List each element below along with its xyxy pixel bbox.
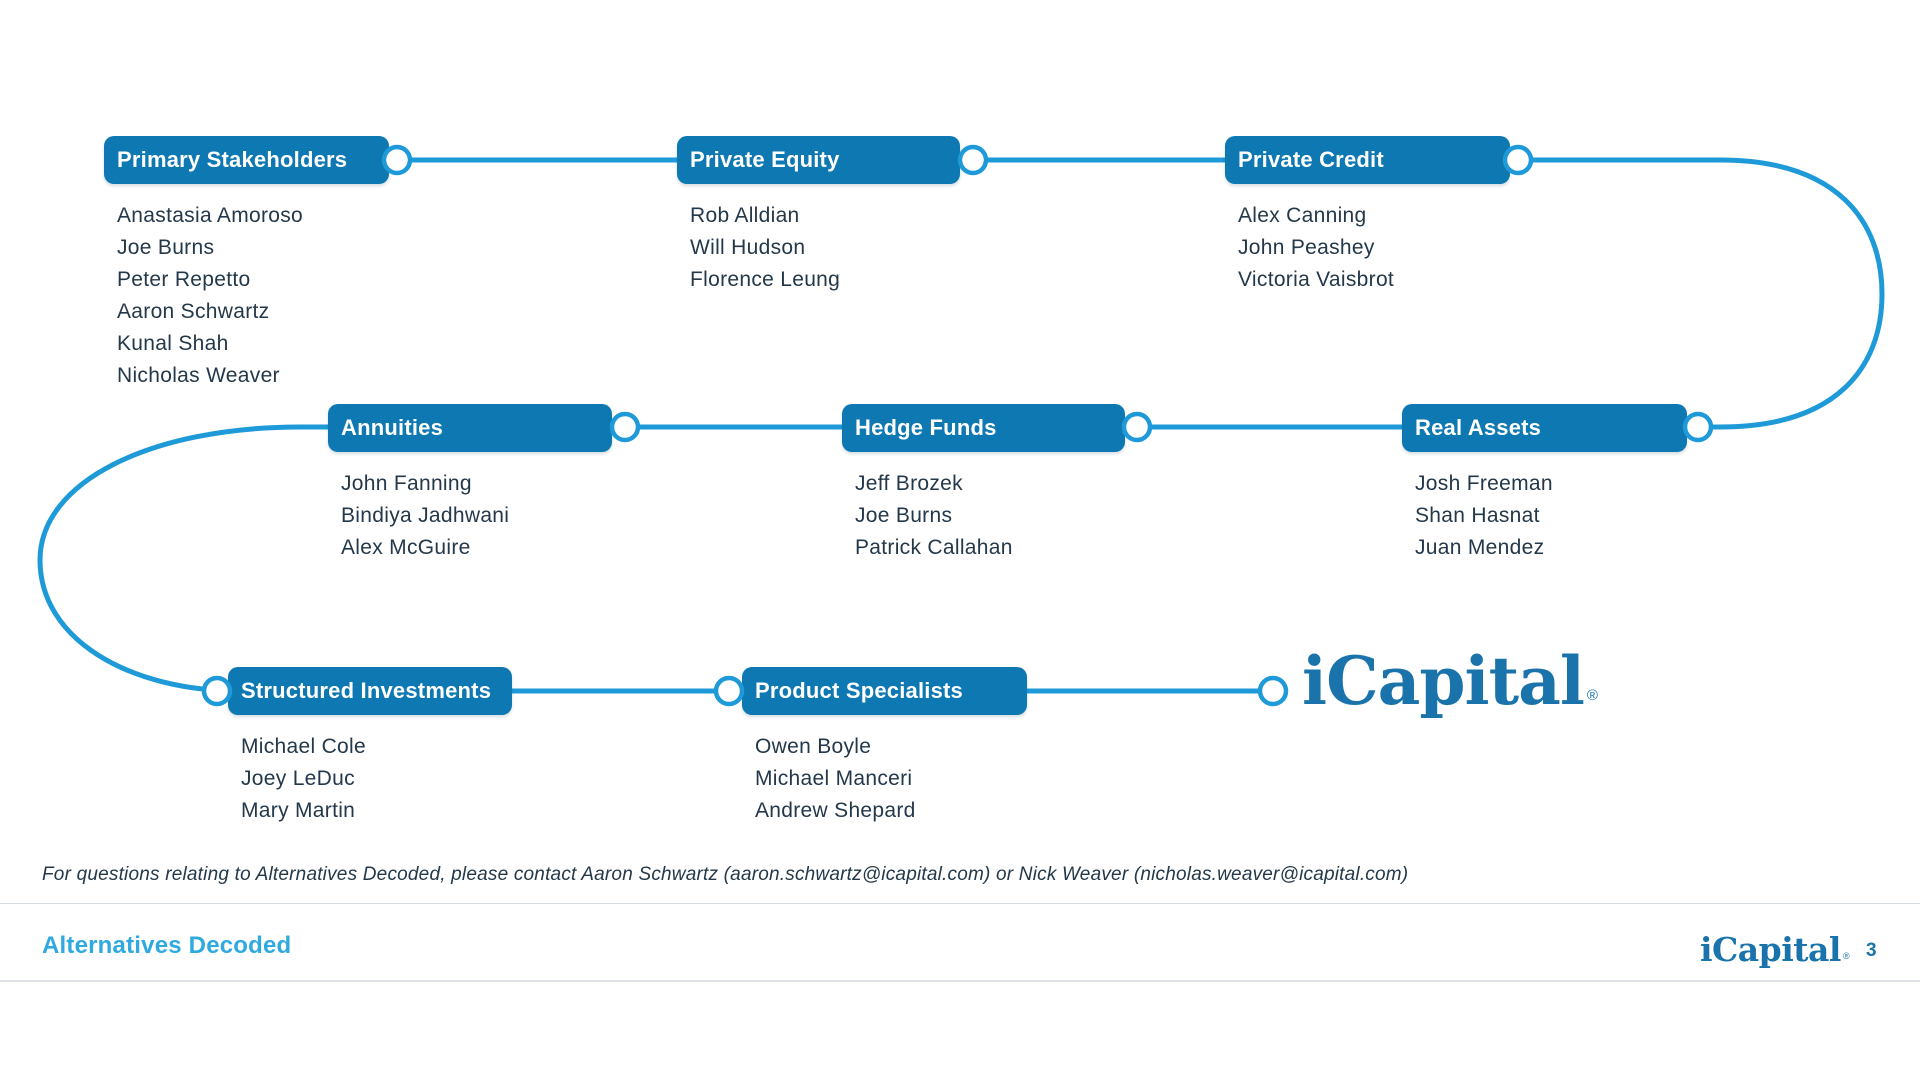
member-list: Rob Alldian Will Hudson Florence Leung — [677, 200, 960, 296]
connector-node — [1502, 144, 1534, 176]
group-label: Primary Stakeholders — [117, 147, 348, 172]
group-private-credit: Private Credit Alex Canning John Peashey… — [1225, 136, 1510, 296]
member-name: Florence Leung — [690, 268, 841, 291]
icapital-footer-logo: iCapital® — [1700, 930, 1850, 969]
member-name: Michael Cole — [241, 735, 366, 758]
member-name: Victoria Vaisbrot — [1238, 268, 1395, 291]
member-list: Owen Boyle Michael Manceri Andrew Shepar… — [742, 731, 1027, 827]
deck-title: Alternatives Decoded — [42, 932, 292, 959]
connector-node — [1121, 411, 1153, 443]
group-header-private-credit: Private Credit — [1225, 136, 1510, 184]
connector-path — [37, 157, 1885, 694]
group-real-assets: Real Assets Josh Freeman Shan Hasnat Jua… — [1402, 404, 1687, 564]
group-annuities: Annuities John Fanning Bindiya Jadhwani … — [328, 404, 612, 564]
group-header-private-equity: Private Equity — [677, 136, 960, 184]
member-name: Patrick Callahan — [855, 536, 1013, 559]
page-number: 3 — [1866, 940, 1877, 961]
group-header-primary-stakeholders: Primary Stakeholders — [104, 136, 389, 184]
member-name: Will Hudson — [690, 236, 806, 259]
member-name: Michael Manceri — [755, 767, 913, 790]
connector-node — [1257, 675, 1289, 707]
group-label: Real Assets — [1415, 415, 1542, 440]
group-product-specialists: Product Specialists Owen Boyle Michael M… — [742, 667, 1027, 827]
group-label: Annuities — [341, 415, 444, 440]
member-name: Bindiya Jadhwani — [341, 504, 510, 527]
footer-contact-note: For questions relating to Alternatives D… — [42, 864, 1409, 885]
icapital-logo-text: iCapital — [1302, 642, 1585, 720]
connector-node — [713, 675, 745, 707]
member-name: Joe Burns — [855, 504, 953, 527]
member-name: Jeff Brozek — [855, 472, 963, 495]
registered-mark: ® — [1842, 951, 1850, 961]
divider — [0, 903, 1920, 904]
member-name: John Peashey — [1238, 236, 1375, 259]
member-name: Alex McGuire — [341, 536, 471, 559]
connector-node — [201, 675, 233, 707]
group-label: Hedge Funds — [855, 415, 997, 440]
member-list: Alex Canning John Peashey Victoria Vaisb… — [1225, 200, 1510, 296]
registered-mark: ® — [1586, 687, 1598, 704]
member-name: Peter Repetto — [117, 268, 251, 291]
connector-node — [1682, 411, 1714, 443]
connector-node — [381, 144, 413, 176]
divider — [0, 980, 1920, 982]
group-structured-investments: Structured Investments Michael Cole Joey… — [228, 667, 512, 827]
group-label: Private Credit — [1238, 147, 1384, 172]
member-list: John Fanning Bindiya Jadhwani Alex McGui… — [328, 468, 612, 564]
member-name: Owen Boyle — [755, 735, 872, 758]
member-name: Rob Alldian — [690, 204, 800, 227]
icapital-logo: iCapital® — [1302, 642, 1598, 720]
member-name: Josh Freeman — [1415, 472, 1553, 495]
member-name: Juan Mendez — [1415, 536, 1545, 559]
group-label: Structured Investments — [241, 678, 492, 703]
member-name: Joe Burns — [117, 236, 215, 259]
member-name: Alex Canning — [1238, 204, 1367, 227]
member-name: Nicholas Weaver — [117, 364, 280, 387]
member-list: Josh Freeman Shan Hasnat Juan Mendez — [1402, 468, 1687, 564]
group-header-product-specialists: Product Specialists — [742, 667, 1027, 715]
member-name: Shan Hasnat — [1415, 504, 1540, 527]
member-list: Michael Cole Joey LeDuc Mary Martin — [228, 731, 512, 827]
member-list: Jeff Brozek Joe Burns Patrick Callahan — [842, 468, 1125, 564]
group-hedge-funds: Hedge Funds Jeff Brozek Joe Burns Patric… — [842, 404, 1125, 564]
group-label: Product Specialists — [755, 678, 963, 703]
group-label: Private Equity — [690, 147, 840, 172]
member-name: Aaron Schwartz — [117, 300, 270, 323]
member-name: John Fanning — [341, 472, 472, 495]
member-name: Kunal Shah — [117, 332, 229, 355]
member-name: Mary Martin — [241, 799, 356, 822]
group-private-equity: Private Equity Rob Alldian Will Hudson F… — [677, 136, 960, 296]
group-header-structured-investments: Structured Investments — [228, 667, 512, 715]
icapital-footer-logo-text: iCapital — [1700, 930, 1841, 969]
member-name: Andrew Shepard — [755, 799, 916, 822]
group-header-annuities: Annuities — [328, 404, 612, 452]
connector-node — [609, 411, 641, 443]
group-header-hedge-funds: Hedge Funds — [842, 404, 1125, 452]
group-primary-stakeholders: Primary Stakeholders Anastasia Amoroso J… — [104, 136, 389, 392]
member-name: Joey LeDuc — [241, 767, 355, 790]
connector-node — [957, 144, 989, 176]
group-header-real-assets: Real Assets — [1402, 404, 1687, 452]
member-list: Anastasia Amoroso Joe Burns Peter Repett… — [104, 200, 389, 392]
member-name: Anastasia Amoroso — [117, 204, 304, 227]
